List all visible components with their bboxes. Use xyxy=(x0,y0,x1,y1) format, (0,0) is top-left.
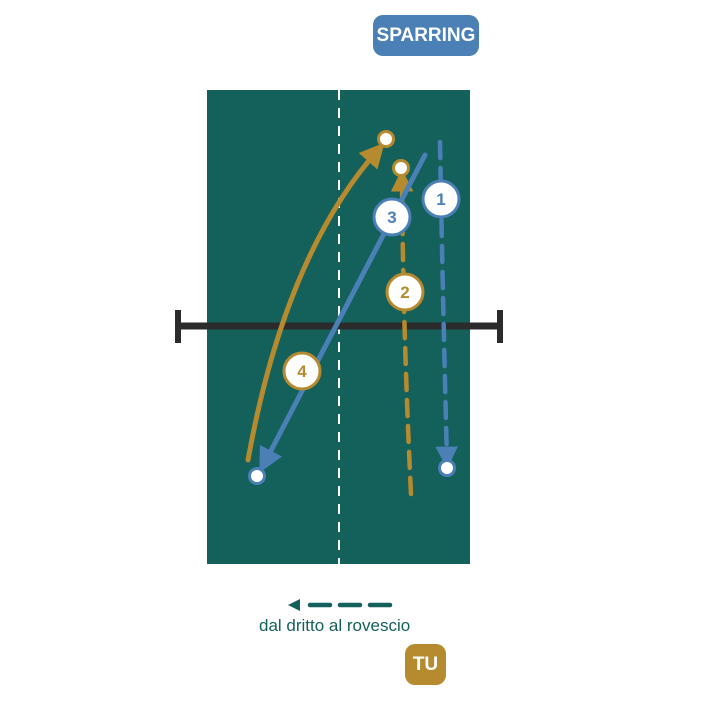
net xyxy=(175,310,503,343)
shot-4-number: 4 xyxy=(297,362,307,381)
bounce-point xyxy=(248,467,266,485)
shot-1-marker: 1 xyxy=(421,179,461,219)
shot-3-marker: 3 xyxy=(372,197,412,237)
bounce-point xyxy=(392,159,410,177)
direction-caption: dal dritto al rovescio xyxy=(259,616,411,635)
player-badge: TU xyxy=(405,644,446,685)
dashed-arrow-left-icon xyxy=(288,599,393,611)
shot-4-marker: 4 xyxy=(282,351,322,391)
shot-1-number: 1 xyxy=(436,190,445,209)
bounce-point xyxy=(438,459,456,477)
opponent-badge: SPARRING xyxy=(373,15,479,56)
shot-2-marker: 2 xyxy=(385,272,425,312)
shot-2-number: 2 xyxy=(400,283,409,302)
bounce-point xyxy=(377,130,395,148)
shot-3-number: 3 xyxy=(387,208,396,227)
shot-4-path xyxy=(245,142,385,463)
